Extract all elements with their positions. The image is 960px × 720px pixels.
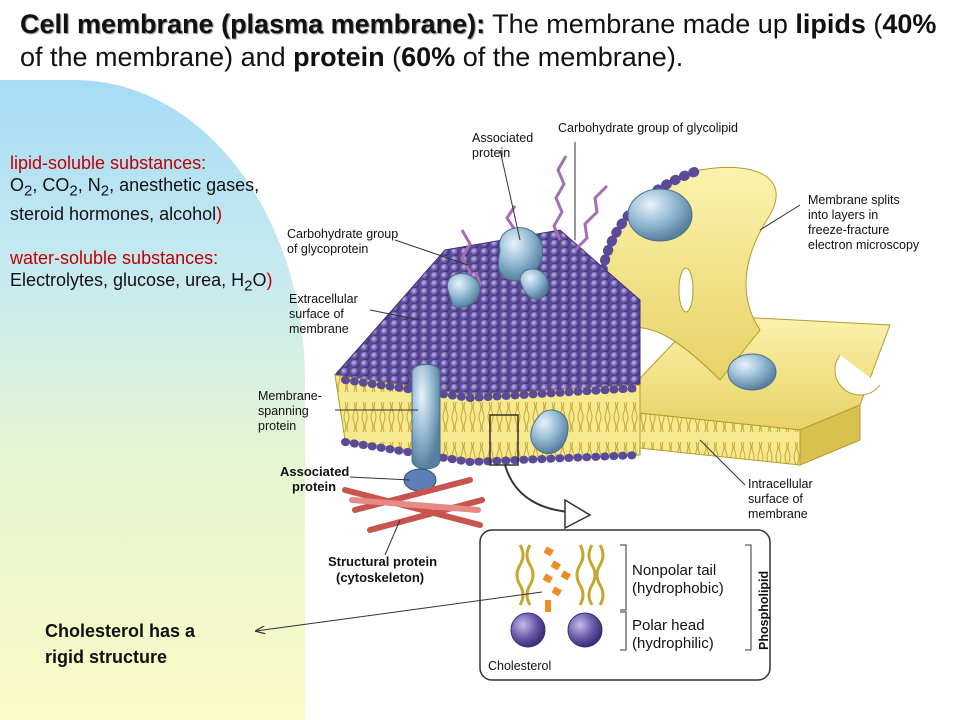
page-title: Cell membrane (plasma membrane): The mem… [20,8,950,74]
label-structural: Structural protein(cytoskeleton) [328,554,437,585]
water-close: ) [266,269,273,290]
water-soluble-block: water-soluble substances: Electrolytes, … [10,247,290,298]
bilayer-front-face [334,374,644,467]
title-term: Cell membrane (plasma membrane): [20,9,486,39]
water-soluble-heading: water-soluble substances: [10,247,219,268]
title-text-4: ( [384,42,402,72]
title-lipids: lipids [795,9,866,39]
zoom-arrow [489,414,592,530]
lipid-soluble-heading: lipid-soluble substances: [10,153,207,173]
lipid-sep2: , N [77,175,101,195]
title-protein-percent: 60% [401,42,456,72]
membrane-proteins [403,188,777,492]
lipid-n-sub: 2 [100,182,110,200]
title-protein: protein [293,42,385,72]
lipid-rest: , anesthetic gases, steroid hormones, al… [10,175,260,224]
lipid-co-sub: 2 [69,182,78,200]
label-nonpolar: Nonpolar tail(hydrophobic) [632,562,724,597]
label-cholesterol: Cholesterol [488,659,551,673]
title-text-2: ( [865,9,883,39]
title-text-5: of the membrane). [455,42,684,72]
lipid-close: ) [216,203,223,224]
label-carb-glycolipid: Carbohydrate group of glycolipid [558,121,738,135]
water-rest: Electrolytes, glucose, urea, H [10,269,245,290]
lipid-soluble-block: lipid-soluble substances: O2, CO2, N2, a… [10,152,290,225]
cholesterol-note-line2: rigid structure [45,647,168,667]
title-lipid-percent: 40% [882,9,937,39]
lipid-sep1: , CO [32,175,70,195]
leader-lines [335,142,801,556]
lipid-o: O [10,175,25,195]
water-h-sub: 2 [244,277,253,295]
cholesterol-pointer [256,591,543,631]
cholesterol-note-line1: Cholesterol has a [45,621,196,641]
phospholipid-inset [479,529,771,681]
lipid-o-sub: 2 [24,182,33,200]
title-text-1: The membrane made up [485,9,796,39]
label-phospholipid: Phospholipid [757,571,771,650]
substances-text: lipid-soluble substances: O2, CO2, N2, a… [10,152,290,297]
water-o: O [252,269,267,290]
title-text-3: of the membrane) and [20,42,294,72]
cytoskeleton-fibers [342,477,485,533]
cholesterol-note: Cholesterol has a rigid structure [45,618,265,670]
label-polar: Polar head(hydrophilic) [632,617,714,652]
